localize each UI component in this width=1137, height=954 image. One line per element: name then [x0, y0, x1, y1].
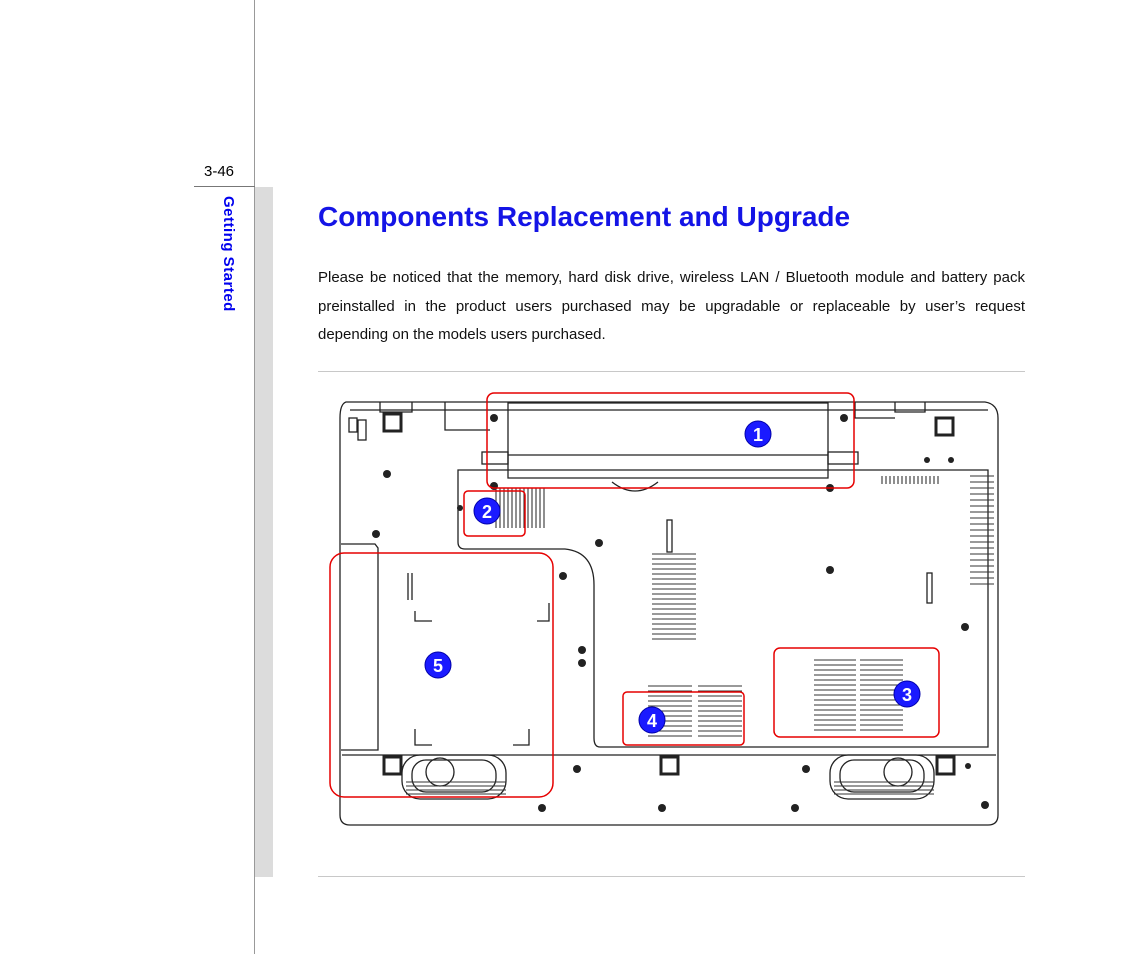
vent-memory — [652, 553, 696, 640]
battery-highlight — [486, 392, 855, 489]
screws — [372, 414, 989, 812]
label-strip — [881, 476, 939, 484]
marker-3: 3 — [893, 680, 921, 708]
margin-line — [254, 0, 255, 954]
svg-text:5: 5 — [433, 656, 443, 676]
marker-2: 2 — [473, 497, 501, 525]
top-divider — [318, 371, 1025, 372]
vent-side — [970, 475, 994, 585]
svg-text:2: 2 — [482, 502, 492, 522]
intro-paragraph: Please be noticed that the memory, hard … — [318, 269, 1025, 343]
page-number-rule — [194, 186, 255, 187]
marker-1: 1 — [744, 420, 772, 448]
page-number: 3-46 — [204, 163, 235, 180]
vent-speaker-right — [834, 781, 934, 795]
side-tab-bar — [255, 187, 273, 877]
hdd-highlight — [329, 552, 554, 798]
section-tab-label: Getting Started — [220, 196, 237, 312]
vent-wlan — [648, 685, 742, 737]
vent-cpu — [814, 659, 903, 731]
svg-text:3: 3 — [902, 685, 912, 705]
marker-4: 4 — [638, 706, 666, 734]
wlan-highlight — [622, 691, 745, 746]
cpu-highlight — [773, 647, 940, 738]
svg-text:1: 1 — [753, 425, 763, 445]
marker-5: 5 — [424, 651, 452, 679]
page-title: Components Replacement and Upgrade — [318, 201, 851, 232]
vent-small — [495, 488, 545, 528]
laptop-bottom-diagram: 1 2 3 4 5 — [329, 392, 999, 826]
bluetooth-highlight — [463, 490, 526, 537]
vent-speaker-left — [406, 781, 506, 795]
bottom-divider — [318, 876, 1025, 877]
svg-text:4: 4 — [647, 711, 657, 731]
